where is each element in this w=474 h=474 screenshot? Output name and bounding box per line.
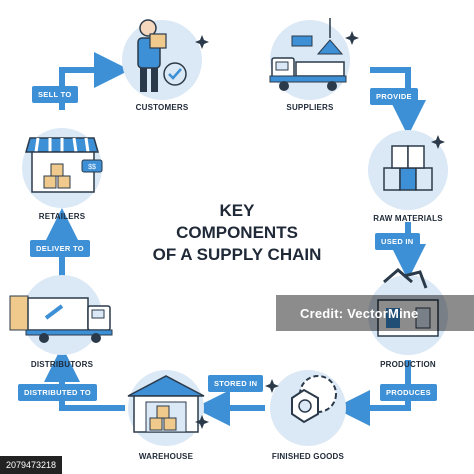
watermark-band: [276, 295, 474, 331]
arrow-produces: [334, 360, 411, 426]
warehouse-illustration: [127, 370, 209, 446]
tag-sell-to: SELL TO: [32, 86, 78, 103]
label-retailers: RETAILERS: [38, 212, 86, 221]
tag-provide: PROVIDE: [370, 88, 418, 105]
label-warehouse: WAREHOUSE: [138, 452, 194, 461]
tag-stored-in: STORED IN: [208, 375, 264, 392]
title-line-1: KEY: [219, 201, 255, 220]
suppliers-illustration: [269, 18, 359, 100]
tag-deliver-to: DELIVER TO: [30, 240, 90, 257]
label-finished-goods: FINISHED GOODS: [271, 452, 345, 461]
watermark-brand-name: VectorMine: [347, 306, 419, 321]
retailers-illustration: $$: [22, 128, 103, 208]
arrow-distributed-to: [44, 346, 125, 411]
title-line-3: OF A SUPPLY CHAIN: [152, 245, 322, 264]
tag-produces: PRODUCES: [380, 384, 437, 401]
label-customers: CUSTOMERS: [135, 103, 189, 112]
label-suppliers: SUPPLIERS: [286, 103, 334, 112]
label-production: PRODUCTION: [380, 360, 436, 369]
production-illustration: [368, 268, 448, 355]
customers-illustration: [122, 19, 209, 100]
label-raw-materials: RAW MATERIALS: [373, 214, 443, 223]
watermark-credit: Credit:: [300, 306, 344, 321]
price-tag: $$: [88, 164, 96, 171]
title-line-2: COMPONENTS: [176, 223, 298, 242]
label-distributors: DISTRIBUTORS: [30, 360, 94, 369]
diagram-title: KEY COMPONENTS OF A SUPPLY CHAIN: [150, 200, 324, 266]
finished-goods-illustration: [265, 370, 346, 446]
raw-materials-illustration: [368, 130, 448, 210]
tag-used-in: USED IN: [375, 233, 420, 250]
distributors-illustration: [9, 275, 113, 355]
watermark-id: 2079473218: [0, 456, 63, 474]
tag-distributed-to: DISTRIBUTED TO: [18, 384, 97, 401]
watermark-brand: Credit: VectorMine: [300, 306, 418, 321]
